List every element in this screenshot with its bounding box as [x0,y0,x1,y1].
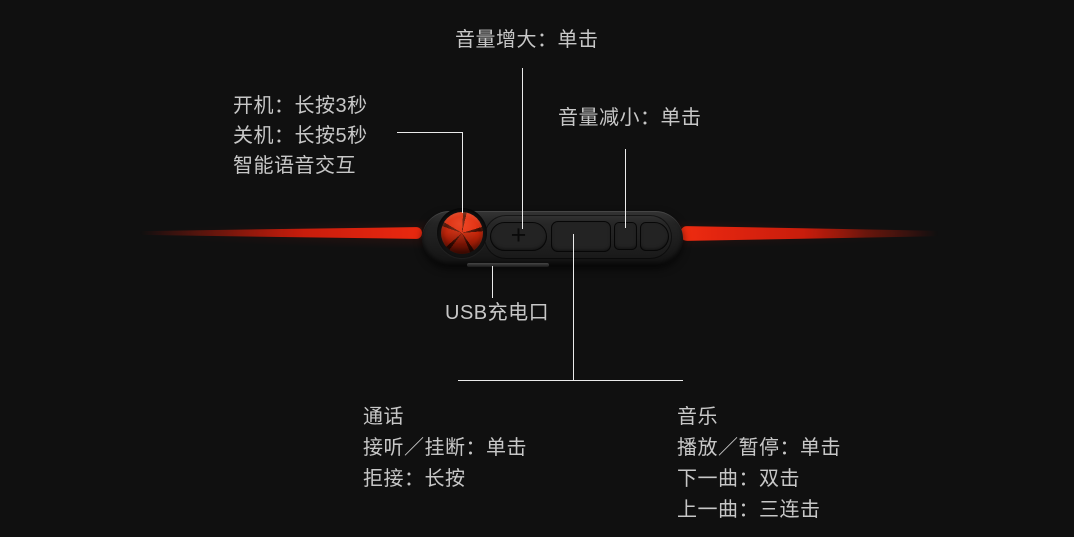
power-annotation-block: 开机：长按3秒 关机：长按5秒 智能语音交互 [233,91,368,181]
callout-volume-down-line [625,149,626,228]
call-annotation-block: 通话 接听／挂断：单击 拒接：长按 [363,402,527,495]
voice-assistant-label: 智能语音交互 [233,155,356,177]
music-title: 音乐 [677,406,718,428]
callout-power-horizontal-line [397,132,463,133]
volume-down-button [614,222,637,250]
volume-down-label: 音量减小：单击 [558,107,702,129]
callout-volume-up-line [522,68,523,229]
volume-up-label: 音量增大：单击 [455,29,599,51]
answer-hangup-label: 接听／挂断：单击 [363,437,527,459]
callout-usb-line [492,266,493,298]
power-on-label: 开机：长按3秒 [233,95,368,117]
next-track-label: 下一曲：双击 [677,468,800,490]
multifunction-center-button [551,221,611,252]
usb-charging-port [467,263,549,267]
earphone-cable-right [680,226,938,241]
volume-up-button: + [490,222,547,251]
power-off-label: 关机：长按5秒 [233,125,368,147]
call-title: 通话 [363,406,404,428]
inline-control-module: + [422,208,683,267]
plus-icon: + [510,220,527,250]
callout-bottom-horizontal-line [458,380,683,381]
module-end-cap [640,222,669,251]
music-annotation-block: 音乐 播放／暂停：单击 下一曲：双击 上一曲：三连击 [677,402,841,526]
callout-power-vertical-line [462,132,463,213]
power-multifunction-button-red-pinwheel-icon [441,212,483,254]
callout-center-button-line [573,234,574,380]
play-pause-label: 播放／暂停：单击 [677,437,841,459]
previous-track-label: 上一曲：三连击 [677,499,821,521]
usb-port-label: USB充电口 [445,302,550,324]
reject-call-label: 拒接：长按 [363,468,466,490]
